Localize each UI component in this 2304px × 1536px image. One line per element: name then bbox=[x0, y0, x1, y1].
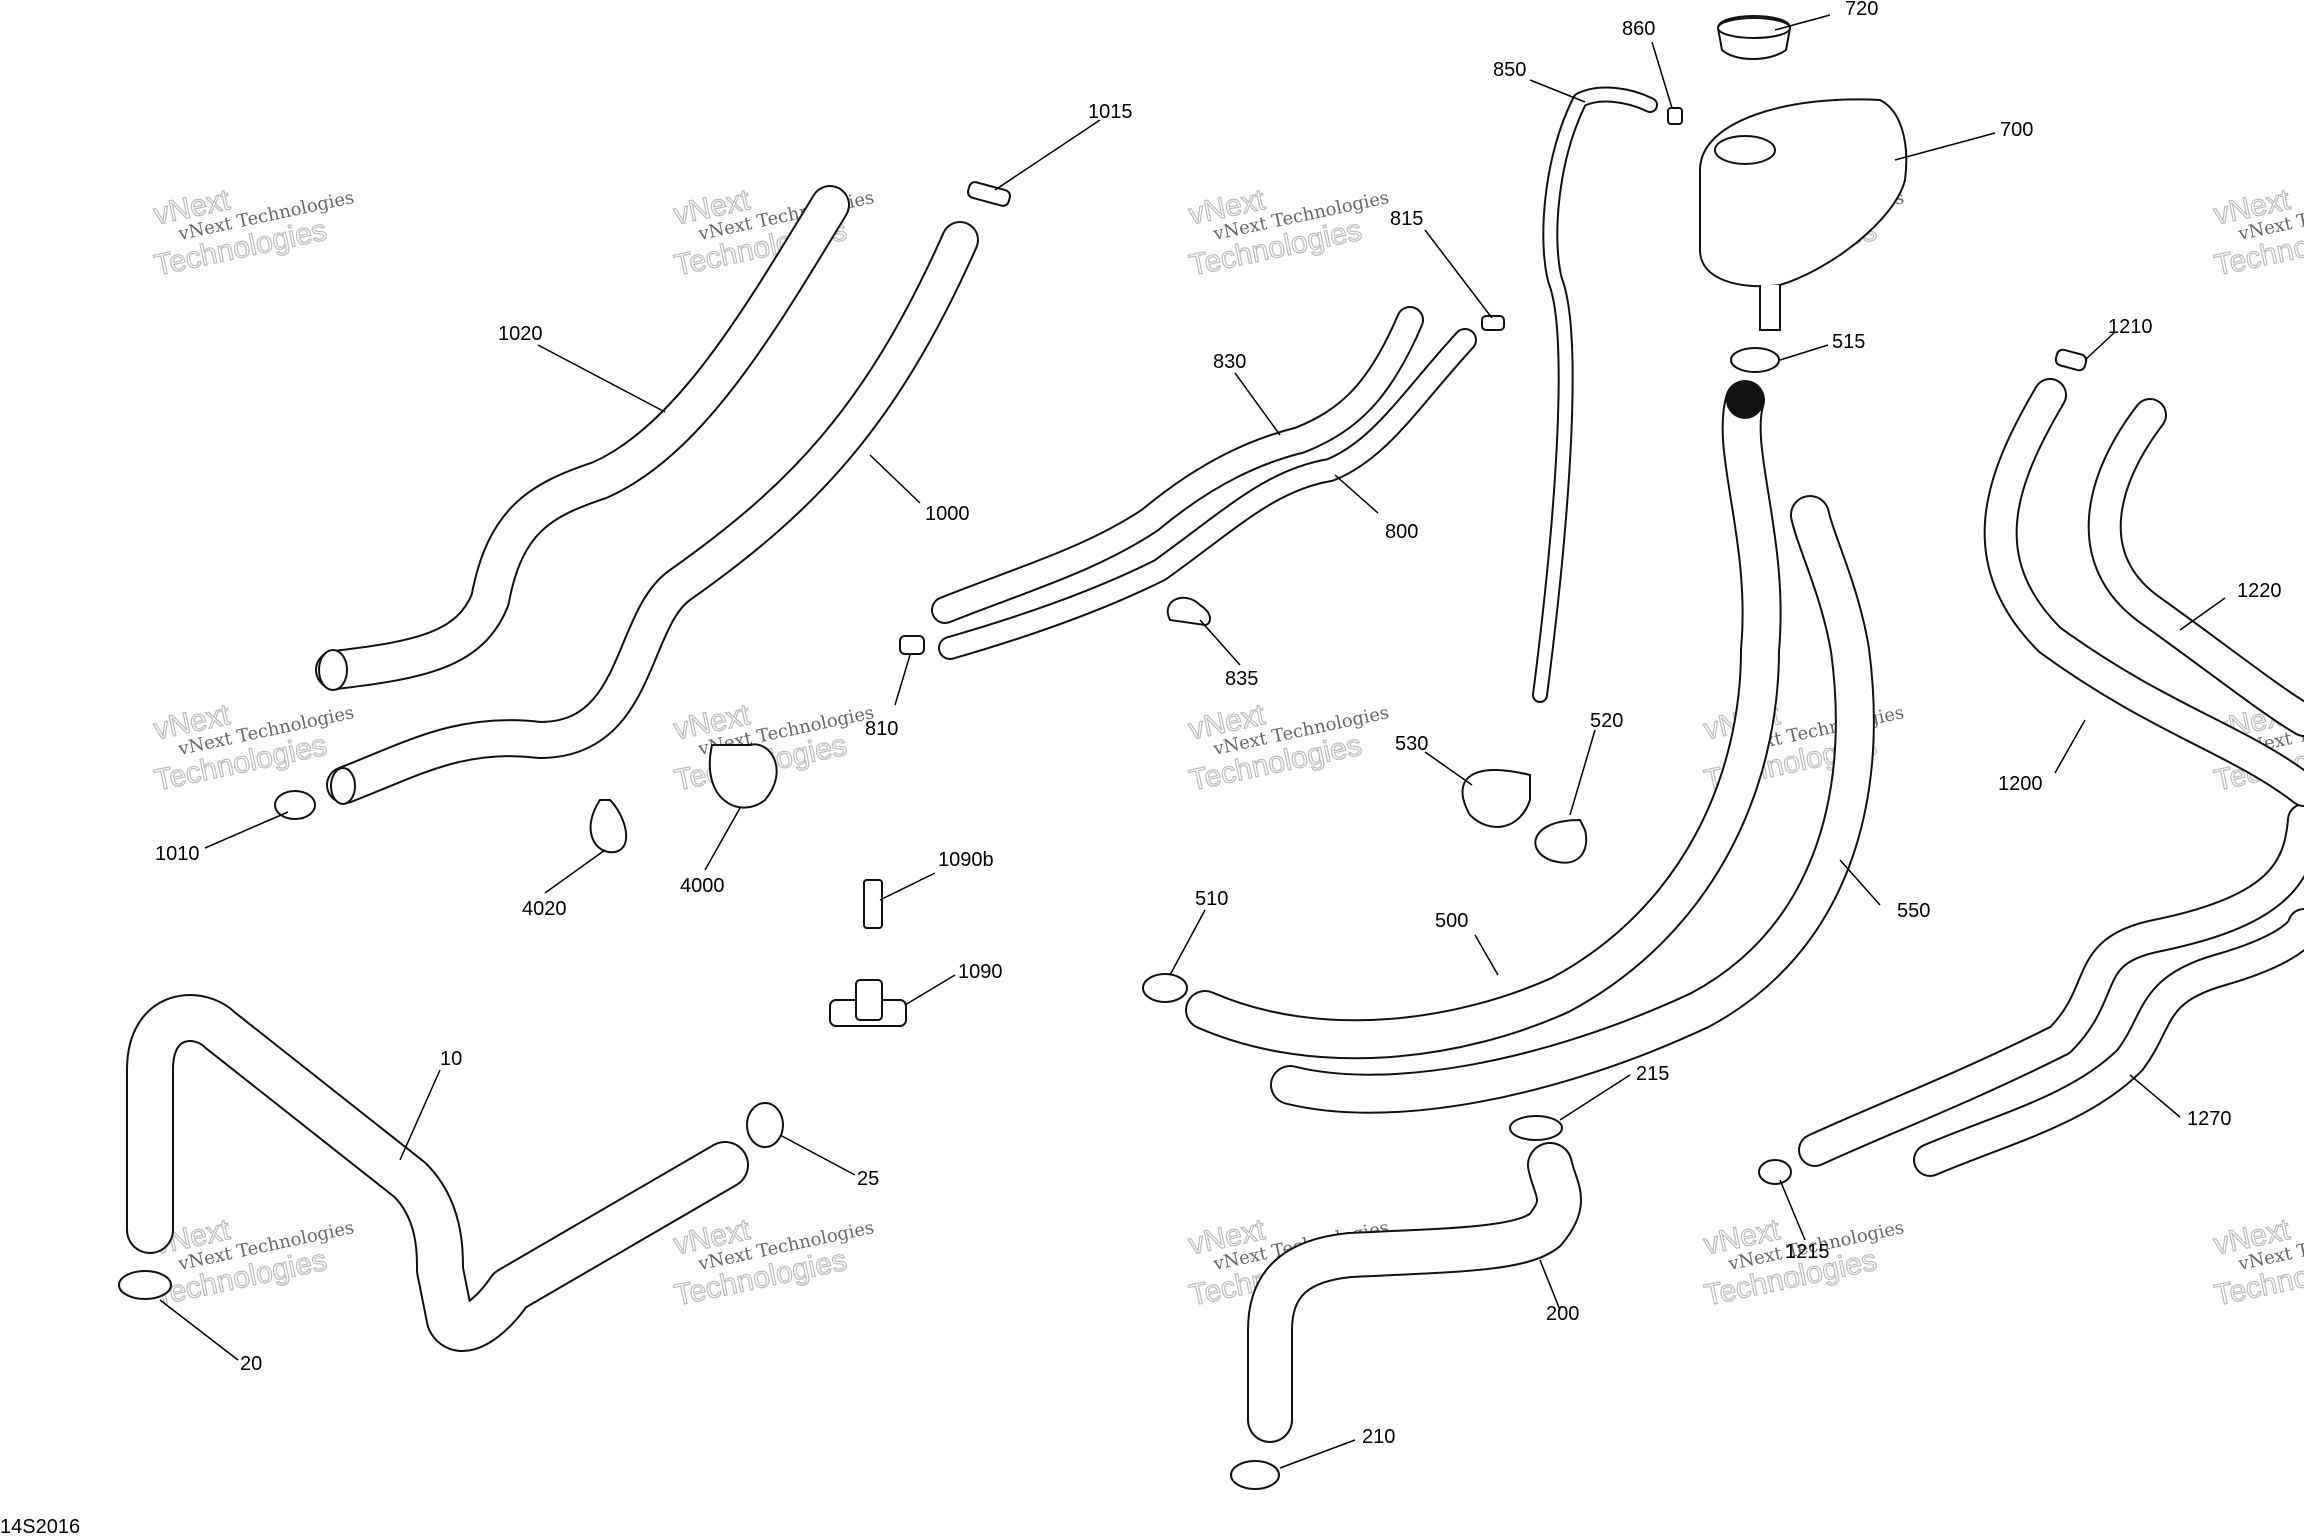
clamp-4020[interactable] bbox=[589, 799, 628, 854]
tee-1090[interactable] bbox=[829, 979, 907, 1027]
hose-end bbox=[330, 767, 356, 805]
clamp-860[interactable] bbox=[1667, 107, 1683, 125]
callout-1000: 1000 bbox=[925, 503, 970, 525]
callout-1270: 1270 bbox=[2187, 1108, 2232, 1130]
callout-4020: 4020 bbox=[522, 898, 567, 920]
hose-1020[interactable] bbox=[315, 185, 850, 691]
document-id: 14S2016 bbox=[0, 1516, 80, 1536]
sensor-1090b[interactable] bbox=[863, 879, 883, 929]
callout-1220: 1220 bbox=[2237, 580, 2282, 602]
callout-810: 810 bbox=[865, 718, 898, 740]
callout-520: 520 bbox=[1590, 710, 1623, 732]
clamp-25[interactable] bbox=[746, 1102, 784, 1148]
callout-550: 550 bbox=[1897, 900, 1930, 922]
plug-1210[interactable] bbox=[2054, 348, 2088, 372]
clamp-815[interactable] bbox=[1481, 315, 1505, 331]
hose-10[interactable] bbox=[126, 994, 749, 1352]
hose-550[interactable] bbox=[1270, 495, 1875, 1114]
callout-1200: 1200 bbox=[1998, 773, 2043, 795]
hose-1220[interactable] bbox=[2087, 398, 2304, 737]
callout-860: 860 bbox=[1622, 18, 1655, 40]
hose-1000[interactable] bbox=[326, 221, 979, 805]
hose-850[interactable] bbox=[1532, 86, 1658, 703]
hose-200[interactable] bbox=[1247, 1142, 1582, 1443]
callout-510: 510 bbox=[1195, 888, 1228, 910]
callout-210: 210 bbox=[1362, 1426, 1395, 1448]
callout-1215: 1215 bbox=[1785, 1241, 1830, 1263]
callout-530: 530 bbox=[1395, 733, 1428, 755]
hose-1270[interactable] bbox=[1913, 908, 2304, 1177]
hose-830[interactable] bbox=[931, 306, 1424, 624]
cap-720[interactable] bbox=[1716, 15, 1792, 60]
clamp-530[interactable] bbox=[1461, 769, 1531, 828]
clamp-20[interactable] bbox=[118, 1270, 172, 1300]
hose-end bbox=[318, 649, 348, 691]
clamp-510[interactable] bbox=[1142, 973, 1188, 1003]
callout-850: 850 bbox=[1493, 59, 1526, 81]
callout-1020: 1020 bbox=[498, 323, 543, 345]
clamp-215[interactable] bbox=[1509, 1115, 1563, 1141]
clamp-835[interactable] bbox=[1166, 596, 1211, 627]
callout-800: 800 bbox=[1385, 521, 1418, 543]
callout-labels: 720 860 850 700 1015 815 1020 830 515 12… bbox=[155, 0, 2282, 1448]
clamp-520[interactable] bbox=[1534, 818, 1588, 864]
callout-200: 200 bbox=[1546, 1303, 1579, 1325]
callout-1090: 1090 bbox=[958, 961, 1003, 983]
clamp-210[interactable] bbox=[1230, 1460, 1280, 1490]
leader-lines bbox=[159, 14, 2226, 1469]
callout-1210: 1210 bbox=[2108, 316, 2153, 338]
callout-25: 25 bbox=[857, 1168, 879, 1190]
callout-1090b: 1090b bbox=[938, 849, 994, 871]
hose-1200[interactable] bbox=[1798, 378, 2304, 1167]
fitting-1015[interactable] bbox=[966, 181, 1012, 207]
callout-10: 10 bbox=[440, 1048, 462, 1070]
clamp-810[interactable] bbox=[899, 635, 925, 655]
callout-700: 700 bbox=[2000, 119, 2033, 141]
callout-20: 20 bbox=[240, 1353, 262, 1375]
clamp-1215[interactable] bbox=[1758, 1159, 1792, 1185]
callout-835: 835 bbox=[1225, 668, 1258, 690]
callout-1015: 1015 bbox=[1088, 101, 1133, 123]
callout-830: 830 bbox=[1213, 351, 1246, 373]
reservoir-700[interactable] bbox=[1699, 98, 1908, 331]
clamp-515[interactable] bbox=[1730, 347, 1780, 373]
clamp-4000[interactable] bbox=[709, 743, 778, 809]
hose-500[interactable] bbox=[1185, 380, 1782, 1060]
hose-800[interactable] bbox=[938, 328, 1477, 660]
clamp-1010[interactable] bbox=[274, 790, 316, 820]
callout-515: 515 bbox=[1832, 331, 1865, 353]
callout-215: 215 bbox=[1636, 1063, 1669, 1085]
callout-720: 720 bbox=[1845, 0, 1878, 20]
callout-1010: 1010 bbox=[155, 843, 200, 865]
callout-500: 500 bbox=[1435, 910, 1468, 932]
callout-815: 815 bbox=[1390, 208, 1423, 230]
callout-4000: 4000 bbox=[680, 875, 725, 897]
